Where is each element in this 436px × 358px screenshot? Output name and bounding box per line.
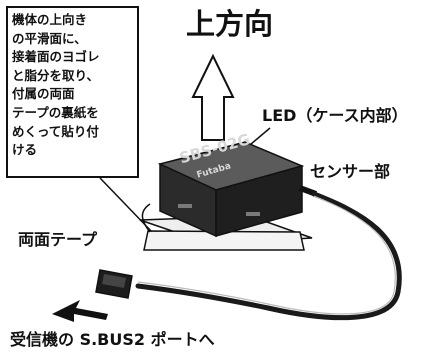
- instruction-line: ける: [12, 142, 38, 158]
- instruction-line: テープの裏紙を: [12, 104, 99, 120]
- instruction-line: めくって貼り付: [12, 123, 99, 139]
- cable: [135, 191, 402, 321]
- receiver-arrow-icon: [52, 300, 108, 322]
- led-label: LED（ケース内部）: [262, 106, 408, 125]
- instruction-line: と脂分を取り、: [12, 67, 100, 83]
- instruction-box: 機体の上向き の平滑面に、 接着面のヨゴレ と脂分を取り、 付属の両面 テープの…: [6, 6, 139, 178]
- connector: [95, 269, 133, 299]
- sensor-label: センサー部: [310, 162, 391, 181]
- instruction-line: 機体の上向き: [12, 12, 88, 27]
- receiver-port-label: 受信機の S.BUS2 ポートへ: [10, 330, 215, 349]
- up-arrow-icon: [191, 53, 235, 141]
- instruction-line: 接着面のヨゴレ: [12, 49, 100, 65]
- instruction-line: の平滑面に、: [12, 30, 87, 46]
- upward-label: 上方向: [186, 7, 274, 41]
- sensor-case: [157, 141, 318, 238]
- tape-label: 両面テープ: [18, 230, 98, 249]
- instruction-leader-line: [99, 177, 153, 233]
- instruction-line: 付属の両面: [12, 86, 75, 102]
